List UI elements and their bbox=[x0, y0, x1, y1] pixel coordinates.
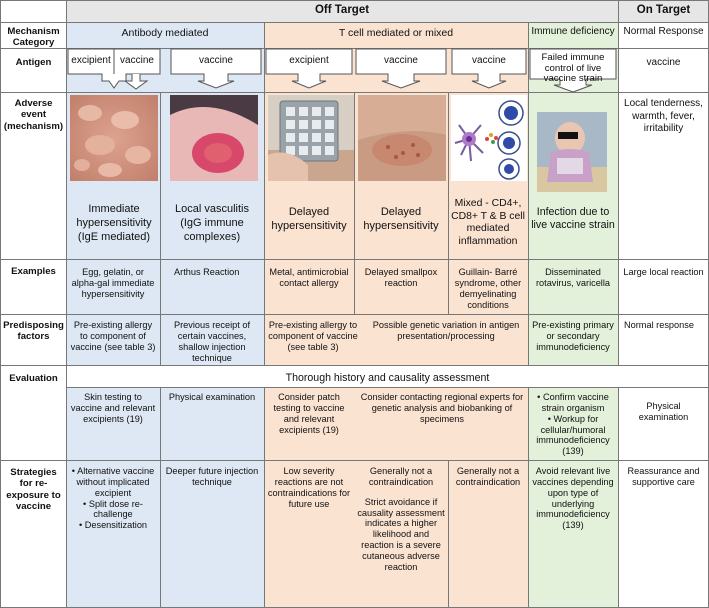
adverse-normal: Local tenderness, warmth, fever, irritab… bbox=[624, 98, 703, 134]
row-label-strategies: Strategies for re-exposure to vaccine bbox=[6, 467, 61, 512]
evaluation-skin-testing: Skin testing to vaccine and relevant exc… bbox=[70, 392, 156, 424]
strategy-not-contraindication-1: Generally not a contraindication bbox=[368, 466, 434, 487]
evaluation-immune-workup: • Confirm vaccine strain organism • Work… bbox=[528, 390, 618, 459]
tcell-band-lower bbox=[264, 387, 528, 608]
predisposing-genetic: Possible genetic variation in antigen pr… bbox=[372, 320, 520, 341]
strategy-strict-avoidance: Strict avoidance if causality assessment… bbox=[357, 496, 445, 572]
evaluation-physical-2: Physical examination bbox=[638, 401, 689, 422]
evaluation-regional-experts: Consider contacting regional experts for… bbox=[360, 392, 524, 424]
example-arthus: Arthus Reaction bbox=[174, 267, 240, 277]
antigen-vaccine-2: vaccine bbox=[199, 55, 233, 66]
predisposing-normal: Normal response bbox=[624, 320, 694, 330]
smallpox-reaction-photo bbox=[358, 95, 446, 181]
strategy-alternative-vaccine: • Alternative vaccine without implicated… bbox=[71, 466, 155, 498]
urticaria-photo bbox=[70, 95, 158, 181]
predisposing-previous-receipt: Previous receipt of certain vaccines, sh… bbox=[173, 320, 251, 363]
mechanism-normal: Normal Response bbox=[623, 26, 704, 37]
adverse-vasculitis: Local vasculitis (IgG immune complexes) bbox=[175, 203, 249, 243]
adverse-infection: Infection due to live vaccine strain bbox=[531, 206, 615, 231]
example-guillain-barre: Guillain- Barré syndrome, other demyelin… bbox=[454, 267, 522, 310]
evaluation-physical-1: Physical examination bbox=[168, 392, 256, 402]
predisposing-immunodeficiency: Pre-existing primary or secondary immuno… bbox=[532, 320, 614, 352]
row-label-antigen: Antigen bbox=[15, 57, 52, 68]
adverse-immediate: Immediate hypersensitivity (IgE mediated… bbox=[76, 203, 152, 243]
evaluation-patch-testing: Consider patch testing to vaccine and re… bbox=[273, 392, 345, 435]
immune-cells-illustration bbox=[451, 95, 527, 181]
mechanism-immune: Immune deficiency bbox=[531, 26, 615, 37]
strategy-reassurance: Reassurance and supportive care bbox=[627, 466, 700, 487]
on-target-header: On Target bbox=[636, 4, 691, 16]
row-label-predisposing: Predisposing factors bbox=[3, 320, 64, 343]
antibody-band bbox=[66, 22, 264, 365]
example-rotavirus: Disseminated rotavirus, varicella bbox=[535, 267, 611, 288]
strategy-smallpox: Generally not a contraindication Strict … bbox=[354, 464, 448, 575]
row-label-evaluation: Evaluation bbox=[9, 373, 58, 384]
row-label-adverse: Adverse event (mechanism) bbox=[3, 98, 64, 132]
on-target-header-bg bbox=[618, 0, 709, 22]
infant-photo bbox=[537, 112, 607, 192]
strategy-low-severity: Low severity reactions are not contraind… bbox=[267, 466, 351, 509]
example-large-local: Large local reaction bbox=[623, 267, 704, 277]
evaluation-header: Thorough history and causality assessmen… bbox=[285, 372, 490, 384]
example-smallpox: Delayed smallpox reaction bbox=[364, 267, 438, 288]
antibody-band-lower bbox=[66, 387, 264, 608]
predisposing-allergy-2: Pre-existing allergy to component of vac… bbox=[268, 320, 358, 352]
example-egg-gelatin: Egg, gelatin, or alpha-gal immediate hyp… bbox=[71, 267, 155, 299]
antigen-failed-control: Failed immune control of live vaccine st… bbox=[541, 52, 605, 85]
antigen-excipient-2: excipient bbox=[289, 55, 329, 66]
antigen-normal: vaccine bbox=[646, 57, 681, 68]
adverse-mixed: Mixed - CD4+, CD8+ T & B cell mediated i… bbox=[451, 198, 525, 248]
off-target-header: Off Target bbox=[314, 4, 370, 16]
antigen-vaccine-1: vaccine bbox=[120, 55, 154, 66]
vasculitis-photo bbox=[170, 95, 258, 181]
off-target-header-bg bbox=[66, 0, 618, 22]
antigen-vaccine-3: vaccine bbox=[384, 55, 418, 66]
row-label-mechanism: Mechanism Category bbox=[7, 26, 60, 49]
row-label-examples: Examples bbox=[11, 266, 56, 277]
strategy-avoid-live: Avoid relevant live vaccines depending u… bbox=[532, 466, 614, 531]
strategy-deeper-injection: Deeper future injection technique bbox=[165, 466, 259, 487]
antigen-callouts bbox=[67, 48, 617, 92]
immune-band-lower bbox=[528, 387, 618, 608]
mechanism-antibody: Antibody mediated bbox=[121, 27, 209, 39]
patch-test-photo bbox=[268, 95, 354, 181]
evaluation-confirm-strain: • Confirm vaccine strain organism bbox=[537, 392, 609, 413]
antigen-vaccine-4: vaccine bbox=[472, 55, 506, 66]
example-metal: Metal, antimicrobial contact allergy bbox=[269, 267, 349, 288]
predisposing-allergy-1: Pre-existing allergy to component of vac… bbox=[70, 320, 156, 352]
mechanism-tcell: T cell mediated or mixed bbox=[338, 27, 454, 39]
strategy-desensitization: • Desensitization bbox=[78, 520, 148, 531]
adverse-delayed-2: Delayed hypersensitivity bbox=[363, 206, 439, 232]
strategy-split-dose: • Split dose re-challenge bbox=[83, 498, 143, 520]
strategy-not-contraindication-2: Generally not a contraindication bbox=[455, 466, 521, 487]
adverse-delayed-1: Delayed hypersensitivity bbox=[271, 206, 347, 232]
antigen-excipient-1: excipient bbox=[71, 55, 111, 66]
strategy-antibody-options: • Alternative vaccine without implicated… bbox=[66, 464, 160, 533]
evaluation-workup: • Workup for cellular/humoral immunodefi… bbox=[536, 413, 610, 457]
